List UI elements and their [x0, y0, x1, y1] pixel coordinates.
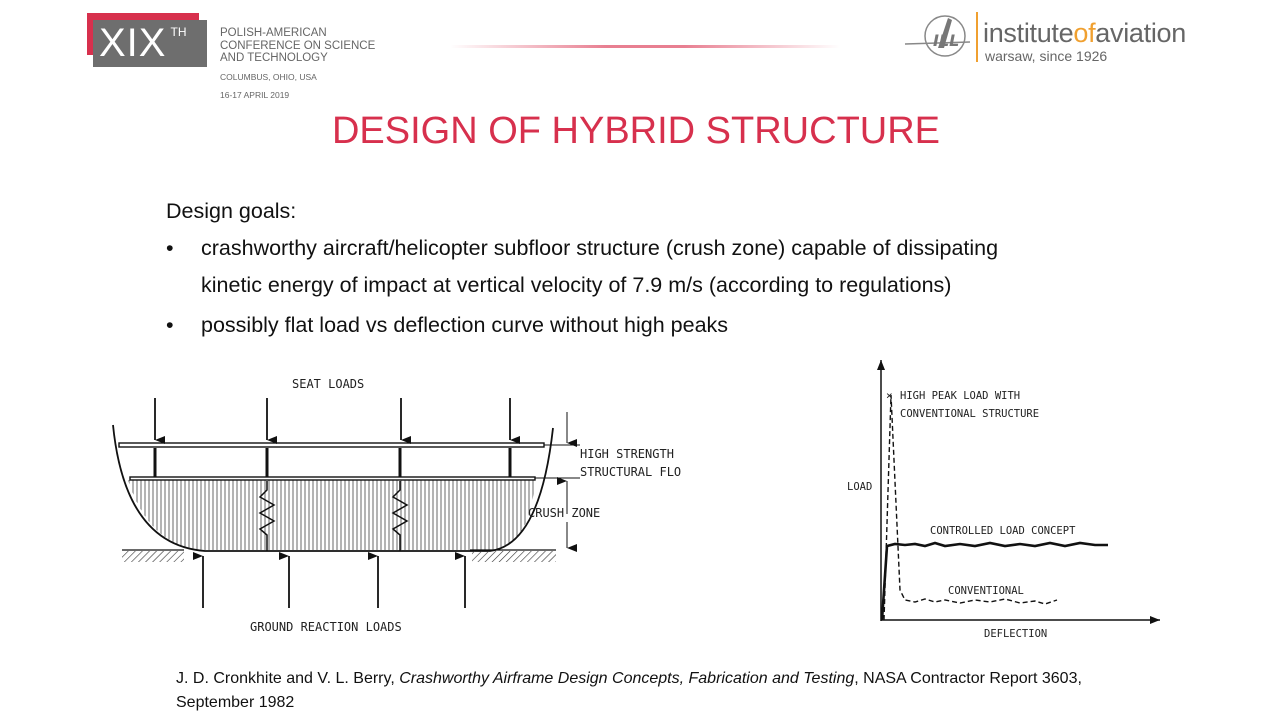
- floor-panel: [118, 442, 545, 448]
- reference-authors: J. D. Cronkhite and V. L. Berry,: [176, 670, 400, 687]
- bullet-text: crashworthy aircraft/helicopter subfloor…: [201, 236, 999, 260]
- bullet-icon: •: [166, 313, 174, 337]
- bullet-text: kinetic energy of impact at vertical vel…: [201, 273, 952, 297]
- ground-loads-label: GROUND REACTION LOADS: [250, 620, 402, 634]
- x-axis-label: DEFLECTION: [984, 628, 1047, 640]
- intro-text: Design goals:: [166, 199, 297, 223]
- conventional-label: CONVENTIONAL: [948, 585, 1024, 597]
- seat-loads-label: SEAT LOADS: [292, 377, 364, 391]
- institute-divider: [976, 12, 978, 62]
- ground-hatch: [472, 551, 556, 562]
- reference: J. D. Cronkhite and V. L. Berry, Crashwo…: [176, 667, 1136, 715]
- floor-panel: [129, 476, 536, 481]
- svg-text:ILL: ILL: [933, 31, 959, 50]
- peak-marker-icon: ×: [886, 389, 893, 402]
- conference-line: CONFERENCE ON SCIENCE: [220, 39, 376, 52]
- load-deflection-diagram: × HIGH PEAK LOAD WITH CONVENTIONAL STRUC…: [847, 360, 1160, 640]
- ground-reaction-arrows: [193, 552, 466, 608]
- floor-label: STRUCTURAL FLO: [580, 465, 681, 479]
- institute-name-part: of: [1073, 18, 1096, 48]
- ground-hatch: [122, 551, 184, 562]
- bullet-icon: •: [166, 236, 174, 260]
- conference-line: POLISH-AMERICAN: [220, 27, 327, 39]
- reference-details: , NASA Contractor Report 3603, September…: [176, 670, 1082, 711]
- crush-zone-hatch: [128, 480, 535, 550]
- slide-title: DESIGN OF HYBRID STRUCTURE: [331, 110, 941, 152]
- crush-zone-label: CRUSH ZONE: [528, 506, 600, 520]
- floor-label: HIGH STRENGTH: [580, 447, 674, 461]
- y-axis-label: LOAD: [847, 481, 872, 493]
- controlled-label: CONTROLLED LOAD CONCEPT: [930, 525, 1076, 537]
- controlled-load-curve: [880, 541, 1108, 621]
- reference-title: Crashworthy Airframe Design Concepts, Fa…: [399, 670, 855, 687]
- institute-emblem-icon: ILL: [904, 15, 971, 57]
- institute-name-part: aviation: [1095, 18, 1186, 48]
- conference-badge: XIX: [99, 21, 167, 65]
- institute-name-part: institute: [983, 18, 1074, 48]
- hull-outline: [112, 424, 554, 552]
- peak-label: CONVENTIONAL STRUCTURE: [900, 408, 1039, 420]
- floor-beams: [153, 448, 512, 477]
- institute-subtitle: warsaw, since 1926: [985, 48, 1108, 64]
- spring-icon: [258, 481, 409, 551]
- conventional-curve: [883, 394, 1058, 621]
- conference-badge-sup: TH: [170, 25, 187, 39]
- seat-load-arrows: [154, 398, 520, 444]
- dimension-lines: [535, 412, 580, 552]
- bullet-text: possibly flat load vs deflection curve w…: [201, 313, 729, 337]
- conference-line: AND TECHNOLOGY: [220, 52, 328, 64]
- peak-label: HIGH PEAK LOAD WITH: [900, 390, 1020, 402]
- conference-name: POLISH-AMERICAN CONFERENCE ON SCIENCE AN…: [220, 27, 375, 102]
- conference-dates: 16-17 APRIL 2019: [220, 90, 290, 100]
- conference-location: COLUMBUS, OHIO, USA: [220, 71, 317, 82]
- subfloor-diagram: SEAT LOADS HIGH STRENGTH STRUCTURAL FLO …: [112, 377, 681, 634]
- institute-name: instituteofaviation: [983, 18, 1186, 49]
- header-divider: [450, 45, 840, 48]
